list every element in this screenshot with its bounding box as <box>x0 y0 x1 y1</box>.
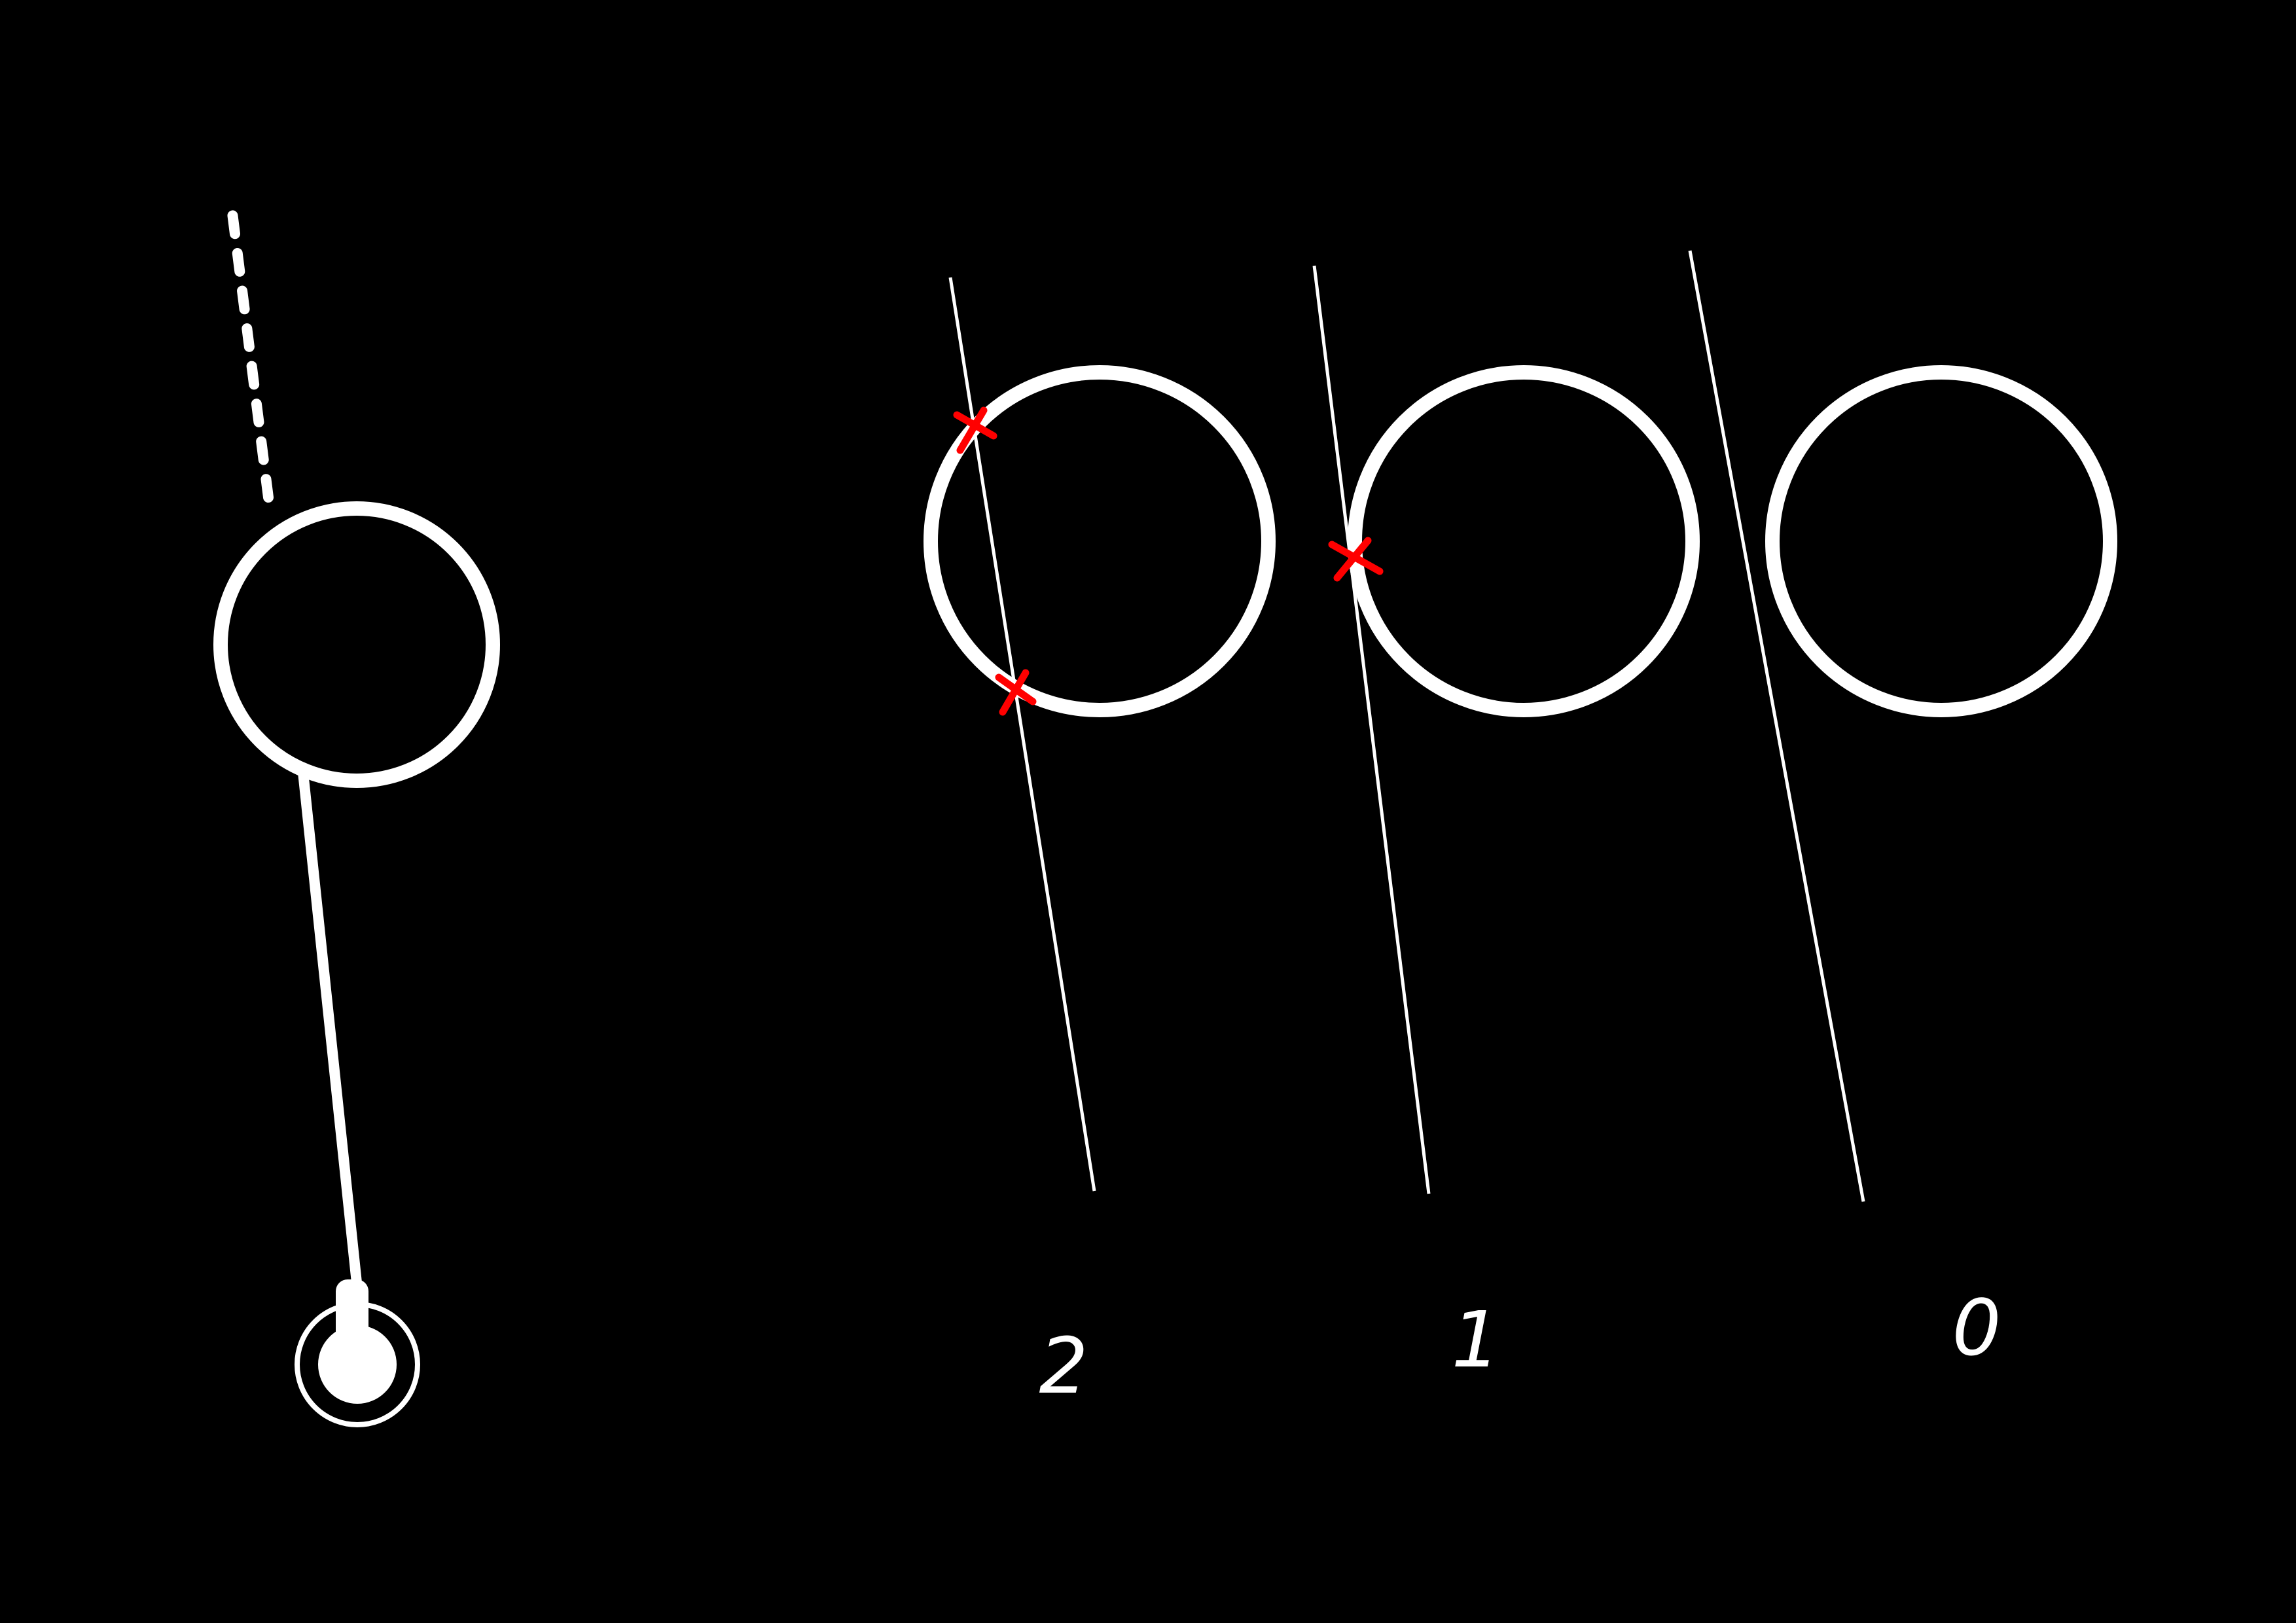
ray-illustration <box>213 192 500 1427</box>
incoming-ray <box>298 767 362 1288</box>
x-mark-icon <box>953 406 997 454</box>
case-no-intersection: 0 <box>1688 250 2117 1373</box>
continued-ray-dashed <box>225 192 274 503</box>
target-circle <box>213 501 500 788</box>
case-circle <box>1765 365 2117 717</box>
ray-line <box>1688 250 1865 1202</box>
intersection-count-label: 0 <box>1952 1283 2001 1373</box>
concentric-circle-emitter-icon <box>295 1279 420 1427</box>
case-circle <box>1348 365 1700 717</box>
intersection-count-label: 1 <box>1451 1294 1500 1385</box>
ray-line <box>1312 265 1431 1194</box>
intersection-count-label: 2 <box>1039 1321 1088 1411</box>
x-mark-icon <box>995 669 1037 716</box>
case-two-intersections: 2 <box>924 277 1276 1411</box>
case-one-intersection: 1 <box>1312 265 1700 1385</box>
x-mark-icon <box>1328 537 1384 582</box>
case-circle <box>924 365 1276 717</box>
